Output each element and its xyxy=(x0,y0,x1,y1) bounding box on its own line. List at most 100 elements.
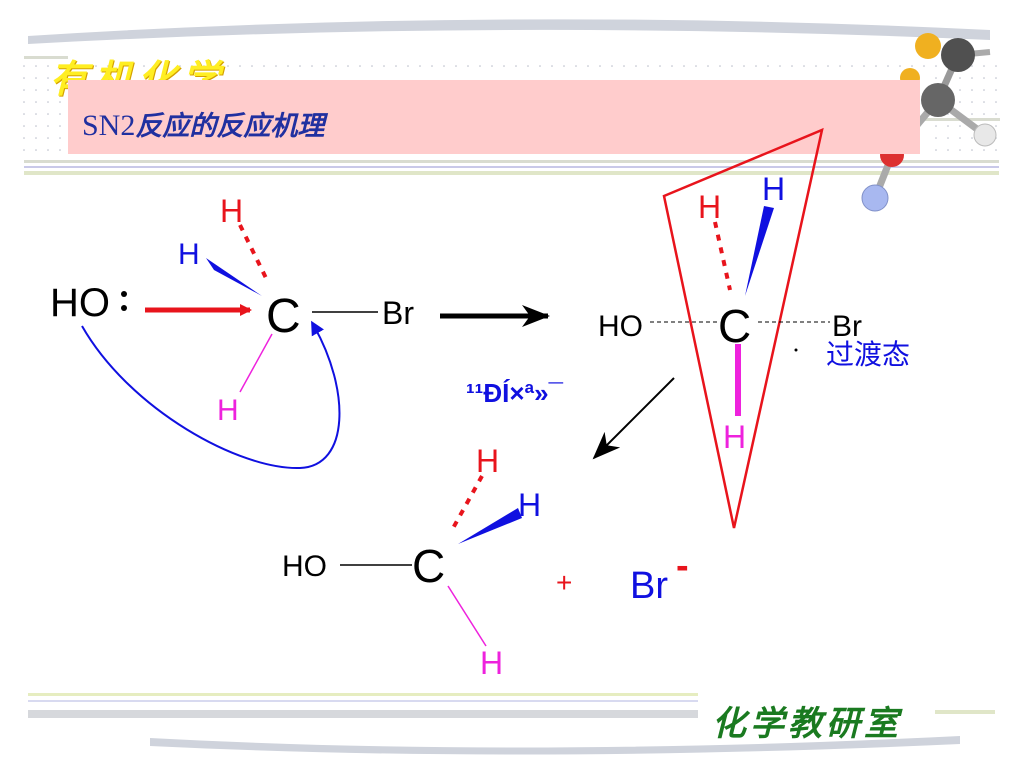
plus-sign: + xyxy=(556,567,572,598)
reactant-h-wedge-label: H xyxy=(178,238,200,271)
pattern-dot xyxy=(851,65,853,67)
product-h-wedge-label: H xyxy=(518,487,541,523)
reactant-h-back-label: H xyxy=(220,193,243,229)
ts-br-label: Br xyxy=(832,310,862,343)
pattern-dot xyxy=(755,65,757,67)
nucleophile-label: HO xyxy=(50,281,110,325)
pattern-dot xyxy=(767,65,769,67)
pattern-dot xyxy=(275,65,277,67)
pattern-dot xyxy=(719,65,721,67)
reaction-arrow-to-products xyxy=(592,377,675,460)
pattern-dot xyxy=(995,77,997,79)
pattern-dot xyxy=(647,65,649,67)
pattern-dot xyxy=(23,113,25,115)
pattern-dot xyxy=(959,125,961,127)
header-stripe-2 xyxy=(24,166,999,168)
pattern-dot xyxy=(23,149,25,151)
pattern-dot xyxy=(47,101,49,103)
pattern-dot xyxy=(35,113,37,115)
pattern-dot xyxy=(59,77,61,79)
pattern-dot xyxy=(287,65,289,67)
pattern-dot xyxy=(23,101,25,103)
pattern-dot xyxy=(959,77,961,79)
pattern-dot xyxy=(455,65,457,67)
pattern-dot xyxy=(995,149,997,151)
pattern-dot xyxy=(731,65,733,67)
pattern-dot xyxy=(995,125,997,127)
pattern-dot xyxy=(215,65,217,67)
pattern-dot xyxy=(515,65,517,67)
pattern-dot xyxy=(191,65,193,67)
pattern-dot xyxy=(671,65,673,67)
label-pointer-dot xyxy=(794,348,798,352)
pattern-dot xyxy=(947,149,949,151)
pattern-dot xyxy=(563,65,565,67)
title-banner xyxy=(68,80,920,154)
pattern-dot xyxy=(47,77,49,79)
pattern-dot xyxy=(947,125,949,127)
pattern-dot xyxy=(503,65,505,67)
pattern-dot xyxy=(995,113,997,115)
reactant-br-label: Br xyxy=(382,295,414,331)
pattern-dot xyxy=(707,65,709,67)
pattern-dot xyxy=(35,101,37,103)
pattern-dot xyxy=(995,101,997,103)
pattern-dot xyxy=(983,89,985,91)
pattern-dot xyxy=(935,149,937,151)
ts-h-wedge-bond xyxy=(745,206,774,296)
pattern-dot xyxy=(659,65,661,67)
pattern-dot xyxy=(47,113,49,115)
pattern-dot xyxy=(959,101,961,103)
pattern-dot xyxy=(59,113,61,115)
pattern-dot xyxy=(971,113,973,115)
product-h-wedge-bond xyxy=(458,508,522,544)
pattern-dot xyxy=(803,65,805,67)
pattern-dot xyxy=(635,65,637,67)
pattern-dot xyxy=(995,89,997,91)
pattern-dot xyxy=(683,65,685,67)
pattern-dot xyxy=(179,65,181,67)
pattern-dot xyxy=(959,137,961,139)
ts-carbon-label: C xyxy=(718,300,751,352)
pattern-dot xyxy=(983,113,985,115)
pattern-dot xyxy=(407,65,409,67)
pattern-dot xyxy=(59,137,61,139)
pattern-dot xyxy=(47,125,49,127)
ts-h-down-label: H xyxy=(723,419,746,455)
pattern-dot xyxy=(971,149,973,151)
pattern-dot xyxy=(23,137,25,139)
footer-stripe-1 xyxy=(28,693,698,696)
product-ho-label: HO xyxy=(282,550,327,583)
pattern-dot xyxy=(311,65,313,67)
pattern-dot xyxy=(971,65,973,67)
slide-title: SN2反应的反应机理 xyxy=(82,104,324,143)
bottom-swoosh xyxy=(150,736,960,755)
pattern-dot xyxy=(23,77,25,79)
pattern-dot xyxy=(251,65,253,67)
lone-pair-dot xyxy=(121,291,127,297)
pattern-dot xyxy=(35,125,37,127)
transition-state-label: 过渡态 xyxy=(826,339,910,370)
ts-h-back-label: H xyxy=(698,189,721,225)
slide-title-cn: 反应的反应机理 xyxy=(135,111,325,141)
pattern-dot xyxy=(23,89,25,91)
pattern-dot xyxy=(995,65,997,67)
pattern-dot xyxy=(887,65,889,67)
reactants: HO C Br H H H xyxy=(50,193,414,470)
product-h-back-label: H xyxy=(476,443,499,479)
pattern-dot xyxy=(371,65,373,67)
pattern-dot xyxy=(419,65,421,67)
pattern-dot xyxy=(119,65,121,67)
pattern-dot xyxy=(983,65,985,67)
ts-h-wedge-label: H xyxy=(762,171,785,207)
pattern-dot xyxy=(899,65,901,67)
pattern-dot xyxy=(743,65,745,67)
pattern-dot xyxy=(143,65,145,67)
footer-stripe-3 xyxy=(28,710,698,718)
pattern-dot xyxy=(431,65,433,67)
pattern-dot xyxy=(227,65,229,67)
pattern-dot xyxy=(791,65,793,67)
products: HO C H H H + Br - xyxy=(282,443,689,681)
